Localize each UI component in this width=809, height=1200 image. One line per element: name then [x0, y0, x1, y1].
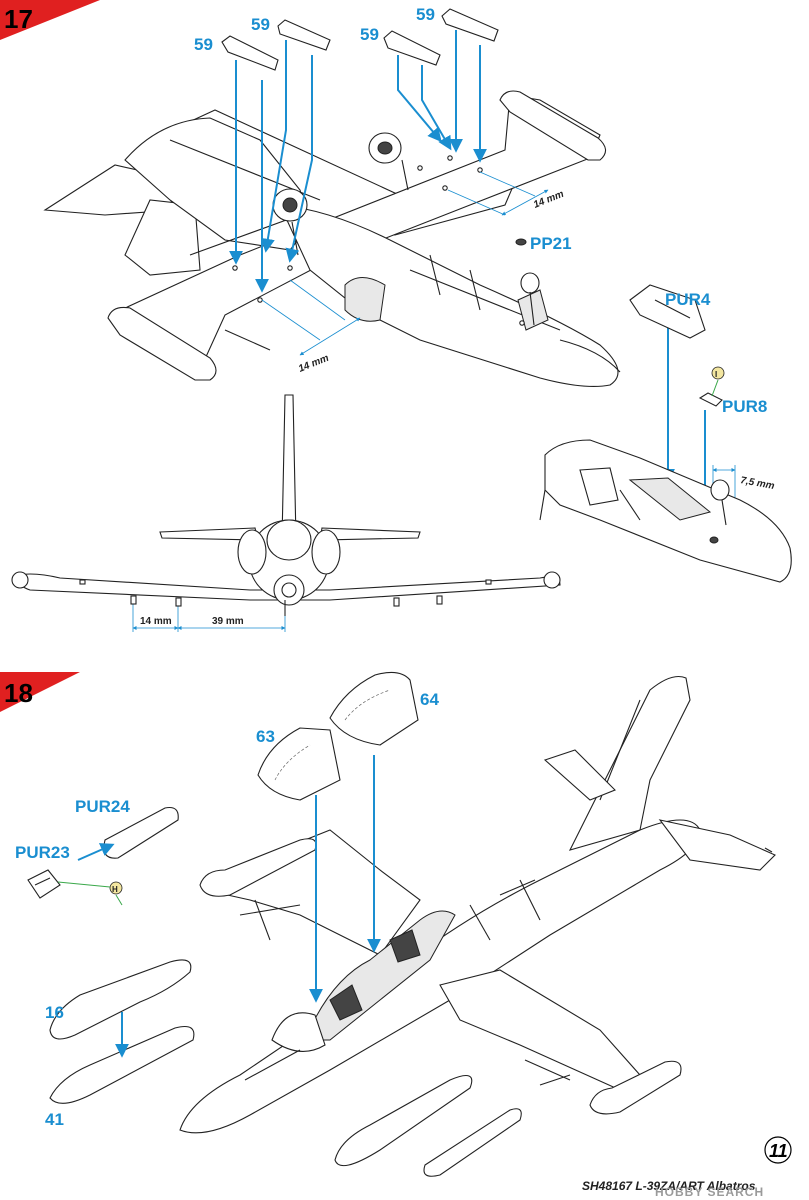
label-part-59-b: 59	[251, 15, 270, 34]
step-18-number: 18	[4, 678, 33, 708]
page-number: 11	[769, 1141, 788, 1161]
canopy-parts	[257, 671, 419, 801]
aircraft-underside	[43, 90, 621, 387]
placement-arrows-18	[77, 755, 381, 1058]
label-part-41: 41	[45, 1110, 64, 1129]
label-part-pur8: PUR8	[722, 397, 767, 416]
part-64-canopy	[329, 671, 419, 746]
dim-14mm-right: 14 mm	[532, 189, 566, 211]
page-number-circle	[764, 1136, 792, 1164]
dim-14mm-left: 14 mm	[297, 353, 331, 375]
step-18-banner: 18	[0, 672, 80, 712]
dim-39mm-front: 39 mm	[212, 616, 244, 627]
page-footer: 11 SH48167 L-39ZA/ART Albatros HOBBY SEA…	[582, 1136, 792, 1199]
dim-7-5mm: 7,5 mm	[739, 475, 775, 492]
dim-14mm-front: 14 mm	[140, 616, 172, 627]
placement-arrows-17	[229, 30, 712, 518]
label-part-16: 16	[45, 1003, 64, 1022]
small-parts-17	[515, 238, 725, 407]
label-part-59-d: 59	[416, 5, 435, 24]
part-pur8	[698, 392, 723, 407]
tip-tank-left	[107, 306, 217, 381]
decal-circle-i	[711, 366, 725, 380]
tip-tank-top-left	[199, 838, 317, 897]
label-part-63: 63	[256, 727, 275, 746]
tip-tank-right	[499, 90, 607, 161]
product-title: SH48167 L-39ZA/ART Albatros	[582, 1179, 756, 1193]
label-part-pp21: PP21	[530, 234, 572, 253]
dimension-lines-17	[132, 171, 736, 632]
part-41-tank	[49, 1025, 195, 1104]
decal-letter-i: I	[715, 370, 717, 379]
aircraft-topside	[179, 675, 776, 1134]
step-17-banner: 17	[0, 0, 100, 40]
step-17-number: 17	[4, 4, 33, 34]
label-part-59-c: 59	[360, 25, 379, 44]
decal-letter-h: H	[112, 885, 118, 894]
front-view	[11, 394, 561, 616]
store-parts-18	[27, 806, 522, 1177]
label-part-59-a: 59	[194, 35, 213, 54]
part-63-canopy	[257, 727, 341, 801]
label-part-pur4: PUR4	[665, 290, 711, 309]
label-part-pur24: PUR24	[75, 797, 130, 816]
part-pur4	[629, 284, 706, 339]
pylon-parts-59	[221, 8, 499, 71]
part-16-tank	[49, 959, 192, 1040]
watermark-text: HOBBY SEARCH	[655, 1185, 764, 1199]
label-part-pur23: PUR23	[15, 843, 70, 862]
decal-circle-h	[109, 881, 123, 895]
label-part-64: 64	[420, 690, 439, 709]
tip-tank-top-right	[589, 1060, 682, 1115]
nose-detail	[539, 439, 792, 583]
part-pur23	[27, 869, 61, 899]
